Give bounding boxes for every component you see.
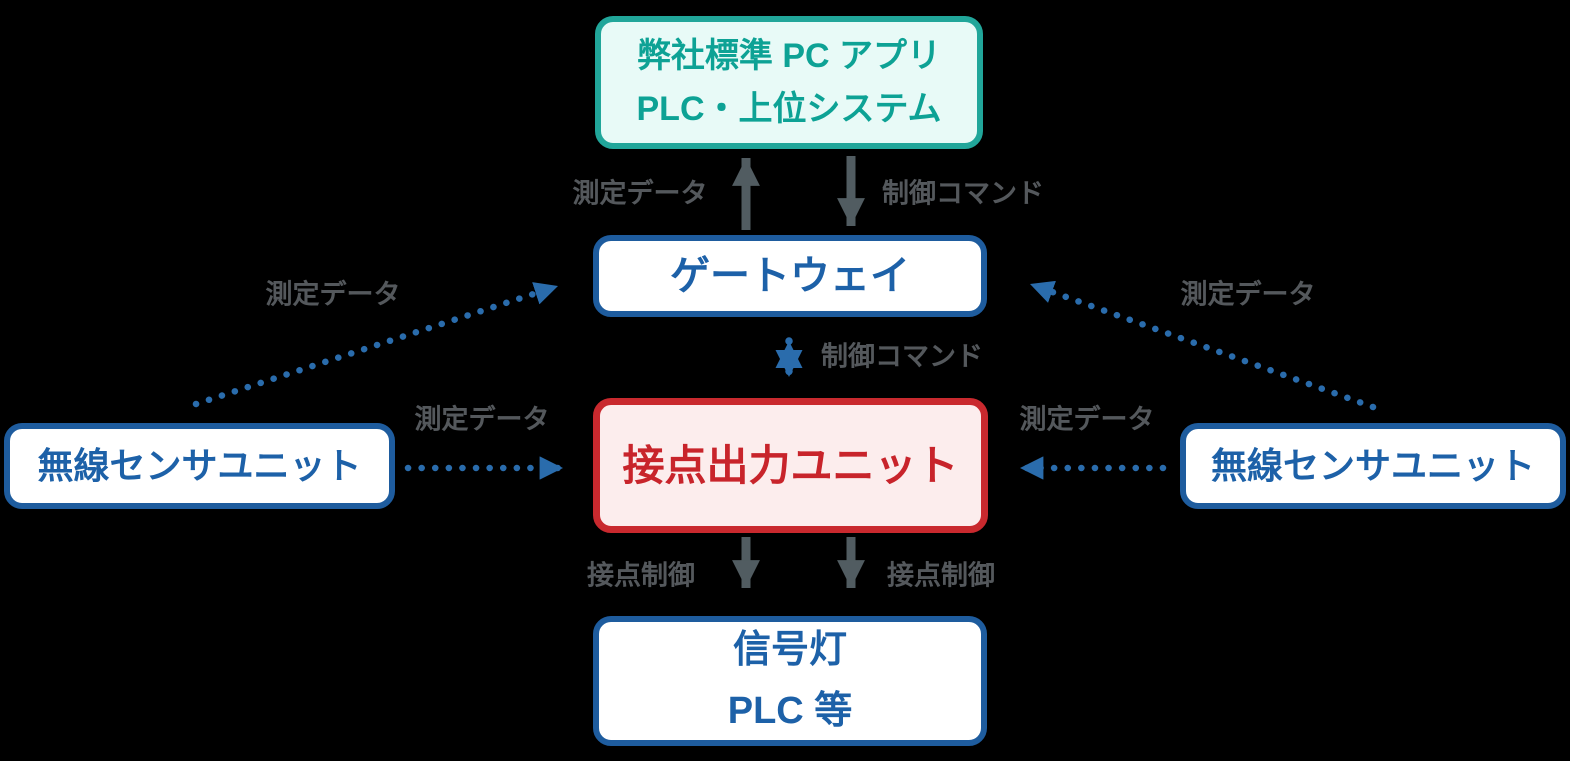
node-pc-app: 弊社標準 PC アプリ PLC・上位システム [595, 16, 983, 149]
signal-line1: 信号灯 [732, 629, 847, 672]
arrow-measurement-diag-left [192, 282, 562, 408]
label-measurement-h-left: 測定データ [414, 404, 550, 435]
sensor-right-label: 無線センサユニット [1210, 445, 1535, 487]
node-contact-output: 接点出力ユニット [593, 398, 988, 533]
label-measurement-diag-right: 測定データ [1180, 279, 1316, 310]
pc-app-line1: 弊社標準 PC アプリ [636, 36, 942, 75]
gateway-label: ゲートウェイ [670, 254, 910, 298]
node-signal-light: 信号灯 PLC 等 [593, 616, 987, 746]
node-sensor-left: 無線センサユニット [4, 423, 395, 509]
node-sensor-right: 無線センサユニット [1180, 423, 1566, 509]
node-gateway: ゲートウェイ [593, 235, 987, 317]
label-measurement-diag-left: 測定データ [265, 279, 401, 310]
label-measurement-h-right: 測定データ [1019, 404, 1155, 435]
sensor-left-label: 無線センサユニット [37, 445, 362, 487]
label-control-mid: 制御コマンド [821, 341, 983, 372]
contact-output-label: 接点出力ユニット [622, 441, 959, 489]
pc-app-line2: PLC・上位システム [636, 89, 942, 128]
signal-line2: PLC 等 [727, 690, 853, 732]
label-contact-left: 接点制御 [587, 560, 695, 591]
label-measurement-top: 測定データ [572, 178, 708, 209]
label-contact-right: 接点制御 [887, 560, 995, 591]
label-control-top: 制御コマンド [882, 178, 1044, 209]
